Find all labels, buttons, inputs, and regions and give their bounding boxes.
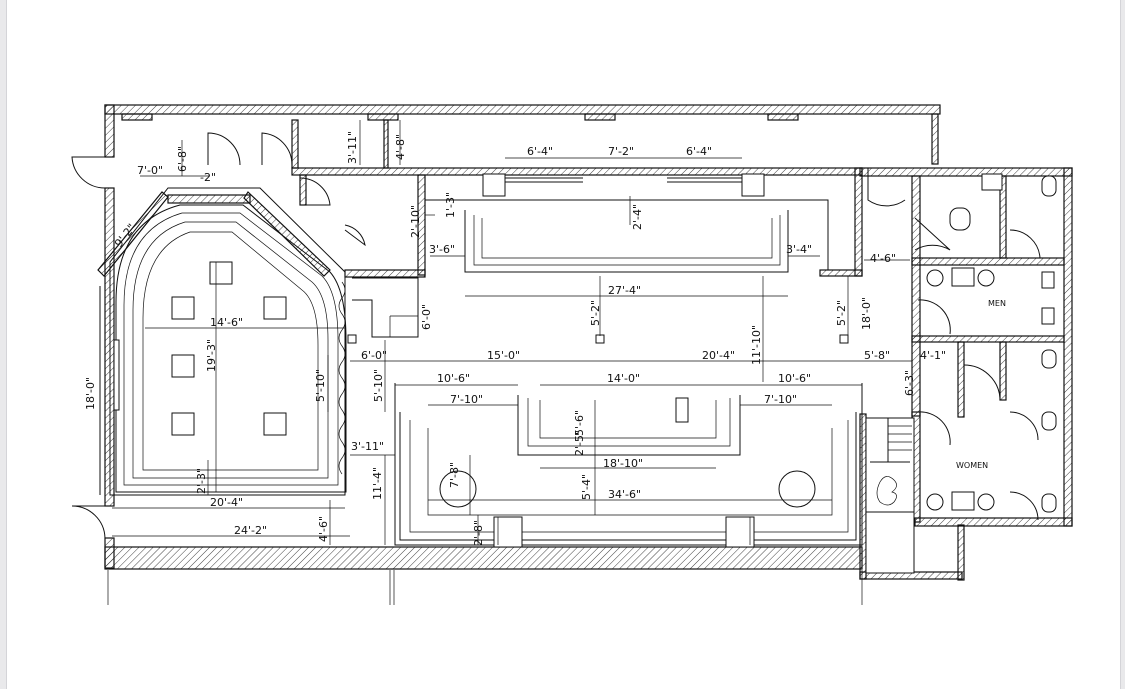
dim-27-4: 27'-4" [608,284,641,297]
dim-2-8: 2'-8" [472,520,485,546]
dim-7-8: 7'-8" [448,462,461,488]
dim-34-6: 34'-6" [608,488,641,501]
dim-11-10: 11'-10" [750,325,763,365]
dim-5-8: 5'-8" [864,349,890,362]
central-court [347,173,863,548]
plunge-pool [97,187,347,496]
dim-4-1: 4'-1" [920,349,946,362]
dim-7-10-left: 7'-10" [450,393,483,406]
dim-14-0: 14'-0" [607,372,640,385]
room-label-men: MEN [988,299,1006,308]
dim-5-2-right: 5'-2" [835,300,848,326]
dim-4-6-bottom: 4'-6" [317,516,330,542]
dim-4-8: 4'-8" [394,134,407,160]
dim-20-4-mid: 20'-4" [702,349,735,362]
dim-18-0-right: 18'-0" [860,297,873,330]
dim-6-0-horiz: 6'-0" [361,349,387,362]
dim-4-6-right: 4'-6" [870,252,896,265]
dim-18-10: 18'-10" [603,457,643,470]
dim-6-0-vert: 6'-0" [420,304,433,330]
dimension-text: 7'-0" 6'-8" -2" 9'-2" 3'-11" 4'-8" 6'-4"… [84,131,946,546]
dimension-lines [99,120,912,605]
dim-11-4: 11'-4" [371,467,384,500]
dim-3-4: 3'-4" [786,243,812,256]
interior-walls [291,119,1065,523]
dim-2-4: 2'-4" [631,204,644,230]
dim-3-6: 3'-6" [429,243,455,256]
dim-10-6-left: 10'-6" [437,372,470,385]
room-label-women: WOMEN [956,461,988,470]
dim-7-2: 7'-2" [608,145,634,158]
dim-3-11-top: 3'-11" [346,131,359,164]
dim-5-10-b: 5'-10" [372,369,385,402]
dim-2-dash: -2" [200,171,216,184]
dim-15-0: 15'-0" [487,349,520,362]
dim-5-4: 5'-4" [580,474,593,500]
dim-2-5: 2'-5" [573,430,586,456]
dim-6-4-right: 6'-4" [686,145,712,158]
dim-14-6: 14'-6" [210,316,243,329]
dim-19-3: 19'-3" [205,339,218,372]
dim-6-8: 6'-8" [176,146,189,172]
dim-18-0-left: 18'-0" [84,377,97,410]
exterior-walls [104,104,1073,581]
dim-7-10-right: 7'-10" [764,393,797,406]
dim-6-4-left: 6'-4" [527,145,553,158]
dim-10-6-right: 10'-6" [778,372,811,385]
dim-6-3: 6'-3" [903,370,916,396]
dim-5-10-a: 5'-10" [314,369,327,402]
dim-5-2-mid: 5'-2" [589,300,602,326]
stair-entry [865,417,915,574]
restrooms: MEN WOMEN [926,173,1057,513]
dim-1-3: 1'-3" [444,192,457,218]
dim-2-10: 2'-10" [409,205,422,238]
dim-20-4-bottom: 20'-4" [210,496,243,509]
dim-2-3: 2'-3" [195,468,208,494]
dim-24-2: 24'-2" [234,524,267,537]
dim-3-11-mid: 3'-11" [351,440,384,453]
dim-5-6: 5'-6" [573,410,586,436]
dim-7-0: 7'-0" [137,164,163,177]
door-swings [71,132,1041,539]
